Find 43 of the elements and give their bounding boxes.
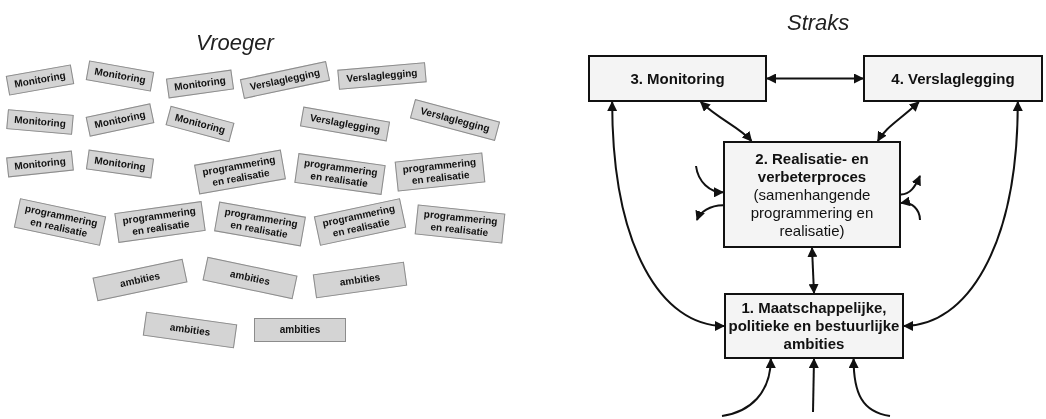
double-headed-arrow <box>876 101 920 142</box>
double-headed-arrow <box>807 247 819 294</box>
card-label: ambities <box>279 324 321 336</box>
card-label: programmering en realisatie <box>422 207 499 240</box>
arrow <box>721 358 776 417</box>
double-headed-arrow <box>699 101 753 142</box>
card-label: ambities <box>169 321 211 339</box>
process-box <box>863 55 1043 102</box>
card-label: ambities <box>118 269 162 291</box>
card-label: Monitoring <box>13 69 67 91</box>
process-box <box>724 293 904 359</box>
step-title: 2. Realisatie- en verbeterproces <box>754 149 870 186</box>
arrow <box>900 175 921 196</box>
process-box <box>723 141 901 248</box>
double-headed-arrow <box>607 101 725 330</box>
card-label: Verslaglegging <box>346 66 418 86</box>
double-headed-arrow <box>766 73 864 84</box>
section-heading: Vroeger <box>196 30 274 56</box>
card-label: ambities <box>339 271 381 289</box>
arrow <box>696 204 724 221</box>
step-title: 3. Monitoring <box>630 69 725 88</box>
section-heading: Straks <box>787 10 850 36</box>
step-title: 1. Maatschappelijke, politieke en bestuurlijke ambities <box>727 299 901 353</box>
card-label: programmering en realisatie <box>302 156 380 191</box>
step-description: (samenhangende programmering en realisatie) <box>749 185 875 240</box>
card-label: Monitoring <box>93 154 147 174</box>
arrow <box>695 165 724 197</box>
arrow <box>848 358 891 417</box>
card-label: Monitoring <box>173 74 227 94</box>
process-box <box>588 55 767 102</box>
arrow <box>808 358 819 413</box>
arrow <box>900 197 921 221</box>
step-title: 4. Verslaglegging <box>891 69 1015 88</box>
paper-card <box>6 150 74 178</box>
card-label: Monitoring <box>13 113 67 131</box>
card-label: ambities <box>228 267 272 289</box>
card-label: Monitoring <box>13 155 67 173</box>
card-label: programmering en realisatie <box>401 155 478 188</box>
paper-card <box>254 318 346 342</box>
double-headed-arrow <box>903 101 1023 330</box>
card-label: Monitoring <box>93 108 147 132</box>
paper-card <box>6 109 74 135</box>
card-label: Monitoring <box>93 65 147 87</box>
